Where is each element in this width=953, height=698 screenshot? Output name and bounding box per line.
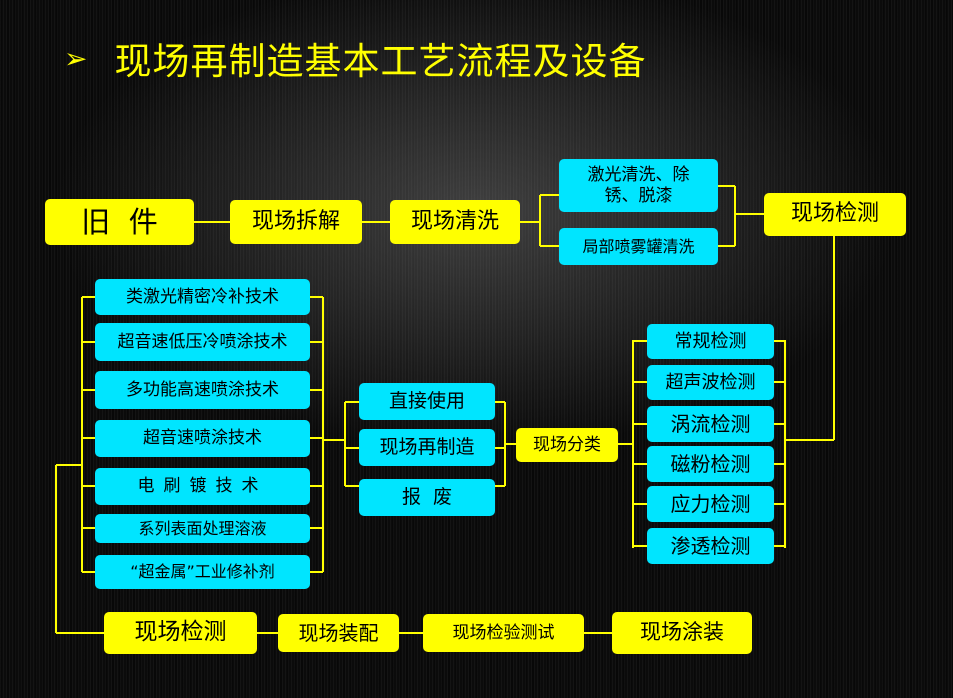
box-disassembly: 现场拆解 [230, 200, 362, 244]
box-inspection-method: 常规检测 [647, 324, 774, 359]
box-tech-item: 类激光精密冷补技术 [95, 279, 310, 315]
box-tech-item: “超金属”工业修补剂 [95, 555, 310, 589]
box-old-parts: 旧 件 [45, 199, 194, 245]
box-verification-testing: 现场检验测试 [423, 614, 584, 652]
box-inspection-method: 渗透检测 [647, 528, 774, 564]
box-inspection-top: 现场检测 [764, 193, 906, 236]
box-tech-item: 电刷镀技术 [95, 468, 310, 505]
box-inspection-method: 磁粉检测 [647, 446, 774, 482]
box-scrap: 报 废 [359, 479, 495, 516]
box-inspection-bottom: 现场检测 [104, 612, 257, 654]
box-assembly: 现场装配 [278, 614, 399, 652]
title-text: 现场再制造基本工艺流程及设备 [114, 40, 647, 83]
box-local-spray-cleaning: 局部喷雾罐清洗 [559, 228, 718, 265]
box-on-site-remanufacture: 现场再制造 [359, 429, 495, 466]
box-inspection-method: 超声波检测 [647, 365, 774, 400]
box-tech-item: 超音速低压冷喷涂技术 [95, 323, 310, 361]
box-cleaning: 现场清洗 [390, 200, 520, 244]
box-coating: 现场涂装 [612, 612, 752, 654]
box-laser-cleaning: 激光清洗、除锈、脱漆 [559, 159, 718, 212]
box-inspection-method: 应力检测 [647, 486, 774, 522]
box-tech-item: 超音速喷涂技术 [95, 420, 310, 457]
box-inspection-method: 涡流检测 [647, 406, 774, 442]
box-direct-use: 直接使用 [359, 383, 495, 420]
box-classification: 现场分类 [516, 428, 618, 462]
box-tech-item: 多功能高速喷涂技术 [95, 371, 310, 409]
bullet-arrow-icon: ➢ [64, 41, 89, 75]
box-tech-item: 系列表面处理溶液 [95, 514, 310, 543]
page-title: ➢ 现场再制造基本工艺流程及设备 [64, 30, 646, 86]
